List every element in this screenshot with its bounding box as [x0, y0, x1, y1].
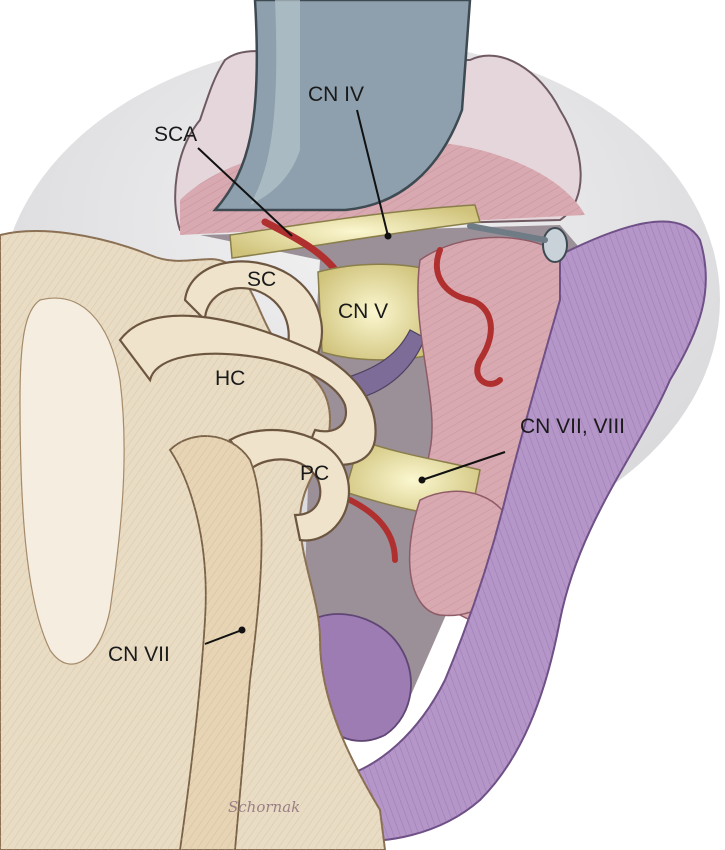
mastoid-cavity [19, 297, 125, 665]
leader-cn-vii [204, 629, 243, 645]
label-hc: HC [215, 367, 245, 390]
leader-cn-iv [356, 109, 389, 237]
label-sca: SCA [154, 123, 197, 146]
marker-cn-iv [384, 232, 392, 240]
label-cn-v: CN V [338, 300, 388, 323]
cn-iv-nerve [229, 204, 481, 259]
leader-cn-vii-viii [421, 451, 506, 481]
aica-artery [433, 247, 503, 387]
label-cn-vii-viii: CN VII, VIII [520, 415, 625, 438]
label-cn-iv: CN IV [308, 83, 364, 106]
dura-stitch [467, 223, 548, 243]
posterior-canal [228, 428, 351, 542]
retracted-dura-texture [330, 221, 706, 842]
facial-canal-texture [170, 436, 262, 850]
retractor-highlight [250, 0, 300, 205]
label-cn-vii: CN VII [108, 643, 170, 666]
lower-artery [347, 497, 398, 563]
leader-sca [197, 147, 293, 237]
label-pc: PC [300, 462, 329, 485]
marker-cn-vii [238, 626, 246, 634]
label-sc: SC [247, 268, 276, 291]
dura-clip [542, 227, 568, 263]
marker-cn-vii-viii [418, 476, 426, 484]
artist-signature: Schornak [228, 798, 300, 816]
